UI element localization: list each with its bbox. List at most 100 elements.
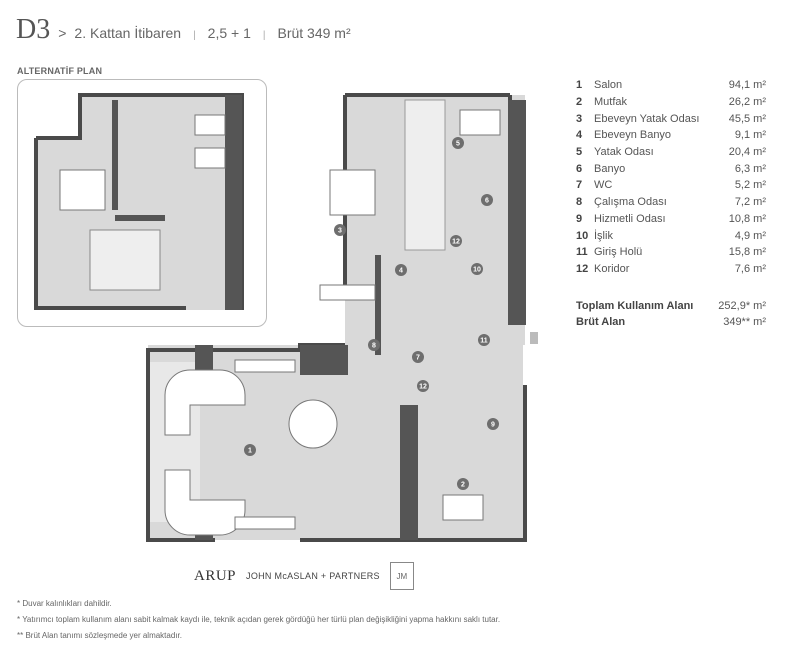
footnote: ** Brüt Alan tanımı sözleşmede yer almak…: [17, 631, 182, 640]
room-marker-label: 9: [491, 422, 495, 429]
room-name: Hizmetli Odası: [594, 212, 666, 225]
alt-core: [225, 95, 242, 310]
gross-area-label: Brüt 349 m²: [277, 25, 351, 41]
jm-mark-logo: JM: [389, 562, 414, 590]
room-number: 7: [576, 179, 583, 192]
room-area: 20,4 m²: [728, 146, 766, 159]
room-name: Salon: [594, 79, 623, 92]
room-row: 5 Yatak Odası 20,4 m²: [576, 144, 766, 161]
room-row: 12 Koridor 7,6 m²: [576, 261, 766, 278]
room-area: 7,6 m²: [734, 262, 766, 275]
room-area: 6,3 m²: [734, 162, 766, 175]
wall: [375, 255, 381, 355]
floor-label: 2. Kattan İtibaren: [74, 25, 182, 41]
bed: [459, 109, 501, 136]
bed: [329, 169, 376, 216]
room-number: 12: [576, 262, 589, 275]
room-marker: [478, 334, 490, 346]
room-marker: [417, 380, 429, 392]
room-marker-label: 7: [416, 355, 420, 362]
room-marker-label: 5: [456, 141, 460, 148]
arup-logo: ARUP: [194, 567, 237, 584]
alt-wall: [115, 215, 165, 221]
alt-bed: [194, 147, 226, 169]
main-plan: [146, 93, 538, 542]
entrance-arrow: [530, 332, 538, 344]
room-marker: [334, 224, 346, 236]
room-marker: [481, 194, 493, 206]
room-name: WC: [594, 179, 613, 192]
column: [300, 345, 348, 375]
room-name: Ebeveyn Banyo: [594, 129, 672, 142]
room-marker-label: 12: [419, 384, 427, 391]
room-number: 3: [576, 112, 583, 125]
room-marker-label: 2: [461, 482, 465, 489]
room-number: 2: [576, 96, 583, 109]
footnote: * Yatırımcı toplam kullanım alanı sabit …: [17, 615, 501, 624]
wall: [400, 405, 418, 540]
room-row: 2 Mutfak 26,2 m²: [576, 94, 766, 111]
room-marker: [471, 263, 483, 275]
room-area: 94,1 m²: [728, 79, 766, 92]
alt-bed: [59, 169, 106, 211]
room-marker: [450, 235, 462, 247]
room-area: 26,2 m²: [728, 96, 766, 109]
room-number: 11: [576, 246, 588, 259]
room-number: 10: [576, 229, 589, 242]
footnote: * Duvar kalınlıkları dahildir.: [17, 599, 112, 608]
breadcrumb-arrow: >: [58, 25, 67, 41]
room-area: 10,8 m²: [728, 212, 766, 225]
sofa: [164, 369, 246, 436]
room-number: 5: [576, 146, 583, 159]
alternative-plan-frame: [17, 79, 267, 327]
room-area: 4,9 m²: [734, 229, 766, 242]
room-name: Koridor: [594, 262, 630, 275]
tub: [319, 284, 376, 301]
tv-unit: [234, 516, 296, 530]
divider: |: [193, 30, 196, 41]
room-name: Ebeveyn Yatak Odası: [594, 112, 700, 125]
layout-label: 2,5 + 1: [207, 25, 251, 41]
room-area: 7,2 m²: [734, 196, 766, 209]
room-number: 8: [576, 196, 583, 209]
total-row: Toplam Kullanım Alanı 252,9* m²: [576, 297, 766, 314]
wardrobe: [404, 99, 446, 251]
divider: |: [262, 30, 266, 41]
room-marker-label: 12: [452, 239, 460, 246]
room-name: Mutfak: [594, 96, 628, 109]
alt-wall: [112, 100, 118, 210]
room-marker-label: 1: [248, 448, 252, 455]
room-marker: [452, 137, 464, 149]
room-area: 5,2 m²: [734, 179, 766, 192]
sofa: [164, 469, 246, 536]
alt-bed: [194, 114, 226, 136]
alternative-plan: [34, 93, 244, 310]
room-marker: [487, 418, 499, 430]
room-row: 7 WC 5,2 m²: [576, 177, 766, 194]
unit-code: D3: [16, 14, 51, 45]
room-marker-label: 8: [372, 343, 376, 350]
room-row: 11 Giriş Holü 15,8 m²: [576, 244, 766, 261]
header: D3 > 2. Kattan İtibaren | 2,5 + 1 | Brüt…: [16, 14, 351, 46]
room-marker: [457, 478, 469, 490]
room-name: Giriş Holü: [594, 246, 643, 259]
cabinet: [234, 359, 296, 373]
total-label: Toplam Kullanım Alanı: [576, 299, 694, 312]
footnotes: * Duvar kalınlıkları dahildir. * Yatırım…: [17, 596, 500, 644]
room-area: 9,1 m²: [734, 129, 766, 142]
total-area: 252,9* m²: [718, 299, 766, 312]
room-name: Yatak Odası: [594, 146, 654, 159]
room-marker: [412, 351, 424, 363]
kitchen-table: [442, 494, 484, 521]
jmp-logo: JOHN McASLAN + PARTNERS: [246, 571, 380, 581]
room-area: 15,8 m²: [728, 246, 766, 259]
